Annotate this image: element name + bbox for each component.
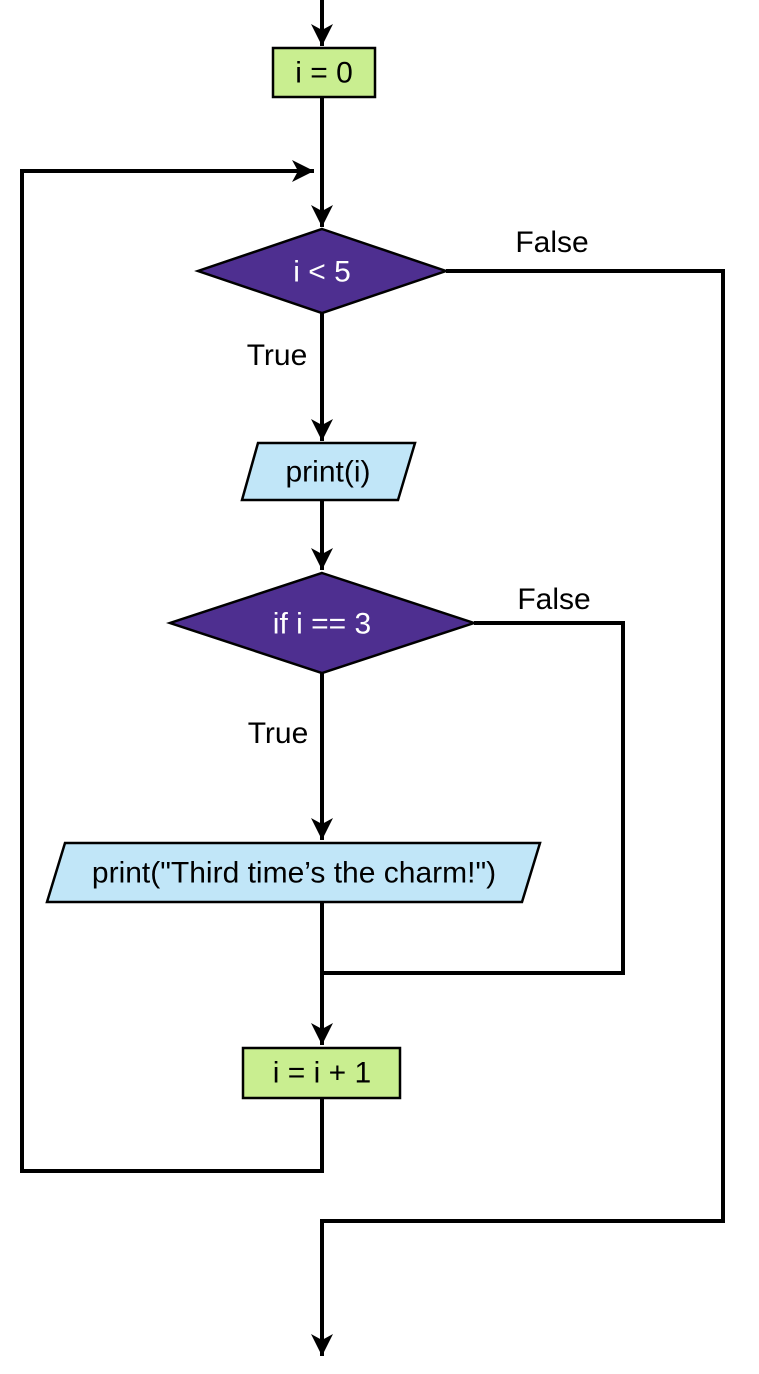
increment-process-label: i = i + 1 — [273, 1057, 371, 1090]
loop-condition-label: i < 5 — [293, 256, 351, 289]
loop-true-label: True — [247, 339, 308, 372]
init-process-node — [271, 46, 377, 99]
print-message-label: print("Third time’s the charm!") — [92, 857, 496, 890]
if-false-label: False — [517, 583, 590, 616]
print-i-label: print(i) — [285, 456, 370, 489]
increment-process-node — [241, 1046, 402, 1100]
edge-loop-false-exit — [311, 269, 725, 1356]
loop-false-label: False — [515, 226, 588, 259]
if-true-label: True — [248, 717, 309, 750]
if-condition-diamond — [165, 571, 479, 675]
if-condition-label: if i == 3 — [273, 608, 371, 641]
edge-loop-back — [20, 160, 324, 1173]
init-process-label: i = 0 — [295, 57, 353, 90]
edge-if-false-bypass — [324, 621, 625, 975]
loop-condition-diamond — [194, 227, 450, 315]
print-message-io-node — [45, 841, 542, 904]
print-i-io-node — [240, 441, 417, 502]
